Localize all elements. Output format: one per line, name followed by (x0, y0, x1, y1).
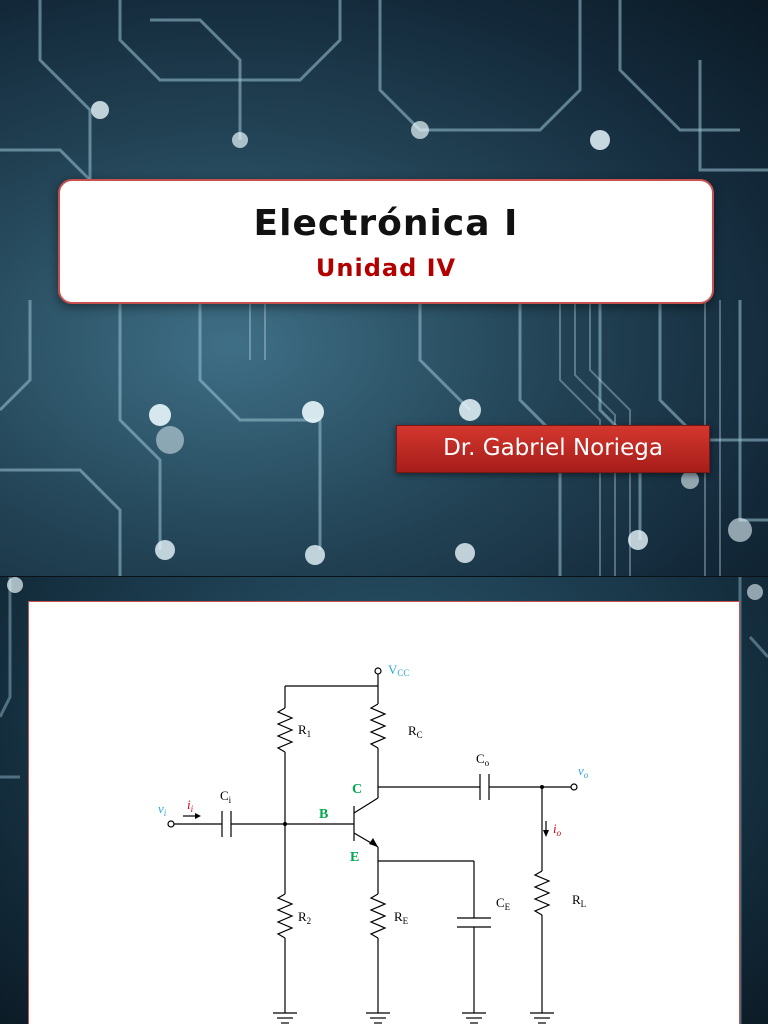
vcc-label: VCC (388, 662, 409, 678)
circuit-slide: VCC R1 R2 RC RE RL Ci Co CE vi ii vo io … (0, 577, 768, 1024)
author-name: Dr. Gabriel Noriega (443, 435, 663, 461)
title-slide: Electrónica I Unidad IV Dr. Gabriel Nori… (0, 0, 768, 576)
r1-label: R1 (298, 722, 311, 739)
ii-label: ii (187, 797, 194, 814)
vi-label: vi (158, 801, 167, 818)
co-label: Co (476, 751, 490, 768)
vo-label: vo (578, 763, 589, 780)
circuit-background-art (0, 0, 768, 576)
base-terminal-label: B (319, 807, 328, 822)
slide-subtitle: Unidad IV (315, 254, 457, 282)
io-label: io (553, 821, 562, 838)
title-box: Electrónica I Unidad IV (58, 179, 714, 304)
circuit-background-art (0, 577, 768, 1024)
slide-title: Electrónica I (253, 203, 519, 244)
ci-label: Ci (220, 788, 232, 805)
rc-label: RC (408, 723, 423, 740)
rl-label: RL (572, 892, 586, 909)
collector-terminal-label: C (352, 782, 362, 797)
r2-label: R2 (298, 909, 311, 926)
author-box: Dr. Gabriel Noriega (396, 425, 710, 473)
circuit-panel: VCC R1 R2 RC RE RL Ci Co CE vi ii vo io … (28, 601, 740, 1024)
ce-label: CE (496, 895, 511, 912)
re-label: RE (394, 909, 409, 926)
common-emitter-amplifier-diagram: VCC R1 R2 RC RE RL Ci Co CE vi ii vo io … (158, 662, 589, 1024)
emitter-terminal-label: E (350, 850, 359, 865)
slide-separator (0, 576, 768, 577)
